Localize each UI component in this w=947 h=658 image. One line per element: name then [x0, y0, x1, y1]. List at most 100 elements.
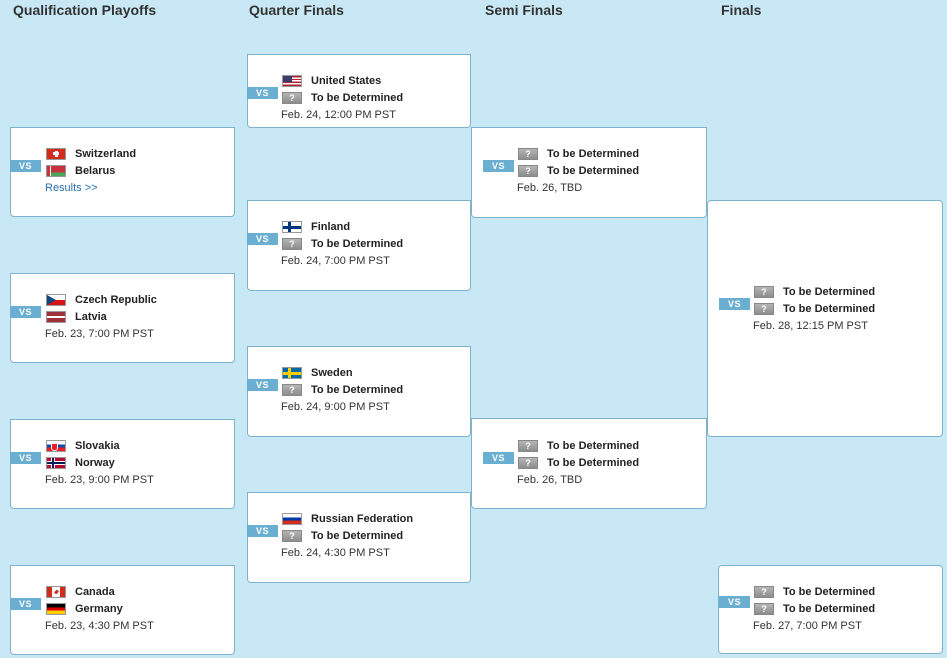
unknown-flag-icon: ? — [754, 585, 774, 598]
team-qp2-1[interactable]: Czech Republic — [46, 292, 157, 307]
vs-badge: VS — [483, 452, 514, 464]
team-name: Slovakia — [75, 439, 120, 452]
team-final-2[interactable]: ? To be Determined — [754, 301, 875, 316]
vs-badge: VS — [10, 160, 41, 172]
round-title-qualification: Qualification Playoffs — [13, 2, 157, 18]
match-date: Feb. 23, 9:00 PM PST — [45, 474, 154, 486]
team-qf1-1[interactable]: United States — [282, 73, 381, 88]
russia-flag-icon — [282, 512, 302, 525]
team-name: Russian Federation — [311, 512, 414, 525]
round-title-finals: Finals — [721, 2, 762, 18]
team-name: Sweden — [311, 366, 353, 379]
team-qf2-1[interactable]: Finland — [282, 219, 350, 234]
round-title-semi-finals: Semi Finals — [485, 2, 563, 18]
team-name: To be Determined — [311, 529, 404, 542]
match-date: Feb. 26, TBD — [517, 182, 583, 194]
team-sf2-2[interactable]: ?To be Determined — [518, 455, 639, 470]
team-name: To be Determined — [783, 302, 876, 315]
team-qf4-2[interactable]: ? To be Determined — [282, 528, 403, 543]
team-name: Canada — [75, 585, 115, 598]
team-qp1-2[interactable]: Belarus — [46, 163, 115, 178]
team-qp4-2[interactable]: Germany — [46, 601, 123, 616]
match-qp1 — [10, 127, 235, 217]
match-date: Feb. 23, 4:30 PM PST — [45, 620, 154, 632]
czech-flag-icon — [46, 293, 66, 306]
team-name: To be Determined — [783, 285, 876, 298]
team-qf2-2[interactable]: ?To be Determined — [282, 236, 403, 251]
usa-flag-icon — [282, 74, 302, 87]
team-name: To be Determined — [783, 602, 876, 615]
vs-badge: VS — [10, 598, 41, 610]
team-qp3-1[interactable]: Slovakia — [46, 438, 120, 453]
match-date: Feb. 27, 7:00 PM PST — [753, 620, 862, 632]
unknown-flag-icon: ? — [518, 439, 538, 452]
team-qf3-2[interactable]: ? To be Determined — [282, 382, 403, 397]
switzerland-flag-icon — [46, 147, 66, 160]
unknown-flag-icon: ? — [754, 602, 774, 615]
match-date: Feb. 24, 12:00 PM PST — [281, 109, 396, 121]
match-qp2 — [10, 273, 235, 363]
team-sf1-2[interactable]: ? To be Determined — [518, 163, 639, 178]
team-qf3-1[interactable]: Sweden — [282, 365, 353, 380]
belarus-flag-icon — [46, 164, 66, 177]
match-final — [707, 200, 943, 437]
team-name: To be Determined — [783, 585, 876, 598]
unknown-flag-icon: ? — [282, 529, 302, 542]
team-name: To be Determined — [311, 91, 404, 104]
vs-badge: VS — [247, 233, 278, 245]
norway-flag-icon — [46, 456, 66, 469]
unknown-flag-icon: ? — [754, 285, 774, 298]
match-qf1 — [247, 54, 471, 128]
team-name: To be Determined — [547, 439, 640, 452]
vs-badge: VS — [247, 525, 278, 537]
vs-badge: VS — [483, 160, 514, 172]
germany-flag-icon — [46, 602, 66, 615]
vs-badge: VS — [10, 452, 41, 464]
team-name: To be Determined — [547, 147, 640, 160]
team-qp3-2[interactable]: Norway — [46, 455, 115, 470]
latvia-flag-icon — [46, 310, 66, 323]
unknown-flag-icon: ? — [518, 164, 538, 177]
team-bronze-1[interactable]: ? To be Determined — [754, 584, 875, 599]
team-name: Czech Republic — [75, 293, 157, 306]
vs-badge: VS — [719, 596, 750, 608]
finland-flag-icon — [282, 220, 302, 233]
vs-badge: VS — [247, 379, 278, 391]
unknown-flag-icon: ? — [754, 302, 774, 315]
match-date: Feb. 24, 4:30 PM PST — [281, 547, 390, 559]
team-name: To be Determined — [311, 383, 404, 396]
team-name: Norway — [75, 456, 115, 469]
vs-badge: VS — [719, 298, 750, 310]
team-name: United States — [311, 74, 382, 87]
team-sf2-1[interactable]: ? To be Determined — [518, 438, 639, 453]
team-qp4-1[interactable]: Canada — [46, 584, 115, 599]
team-final-1[interactable]: ? To be Determined — [754, 284, 875, 299]
match-date: Feb. 23, 7:00 PM PST — [45, 328, 154, 340]
team-name: To be Determined — [311, 237, 404, 250]
team-name: Switzerland — [75, 147, 137, 160]
slovakia-flag-icon — [46, 439, 66, 452]
team-name: Belarus — [75, 164, 116, 177]
unknown-flag-icon: ? — [282, 383, 302, 396]
canada-flag-icon — [46, 585, 66, 598]
results-link[interactable]: Results >> — [45, 182, 98, 194]
team-qf1-2[interactable]: ? To be Determined — [282, 90, 403, 105]
team-qf4-1[interactable]: Russian Federation — [282, 511, 413, 526]
unknown-flag-icon: ? — [282, 91, 302, 104]
sweden-flag-icon — [282, 366, 302, 379]
team-bronze-2[interactable]: ? To be Determined — [754, 601, 875, 616]
team-qp1-1[interactable]: Switzerland — [46, 146, 136, 161]
match-sf1 — [471, 127, 707, 218]
team-sf1-1[interactable]: ? To be Determined — [518, 146, 639, 161]
match-date: Feb. 28, 12:15 PM PST — [753, 320, 868, 332]
team-qp2-2[interactable]: Latvia — [46, 309, 107, 324]
vs-badge: VS — [10, 306, 41, 318]
team-name: Germany — [75, 602, 123, 615]
match-date: Feb. 24, 7:00 PM PST — [281, 255, 390, 267]
match-date: Feb. 24, 9:00 PM PST — [281, 401, 390, 413]
unknown-flag-icon: ? — [518, 147, 538, 160]
team-name: To be Determined — [547, 164, 640, 177]
match-date: Feb. 26, TBD — [517, 474, 583, 486]
unknown-flag-icon: ? — [518, 456, 538, 469]
round-title-quarter-finals: Quarter Finals — [249, 2, 344, 18]
